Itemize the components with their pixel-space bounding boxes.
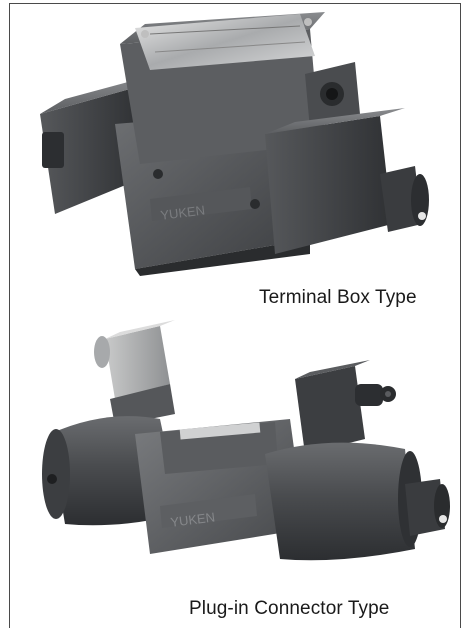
terminal-box-caption: Terminal Box Type xyxy=(259,287,417,308)
terminal-box-valve-image: YUKEN xyxy=(40,12,429,276)
figure-frame: YUKEN Terminal Box Type xyxy=(9,3,461,628)
emboss-logo: YUKEN xyxy=(160,202,206,222)
plug-in-connector-valve-image: YUKEN xyxy=(42,320,450,561)
emboss-logo-2: YUKEN xyxy=(170,509,216,529)
plug-in-connector-caption: Plug-in Connector Type xyxy=(189,598,390,619)
